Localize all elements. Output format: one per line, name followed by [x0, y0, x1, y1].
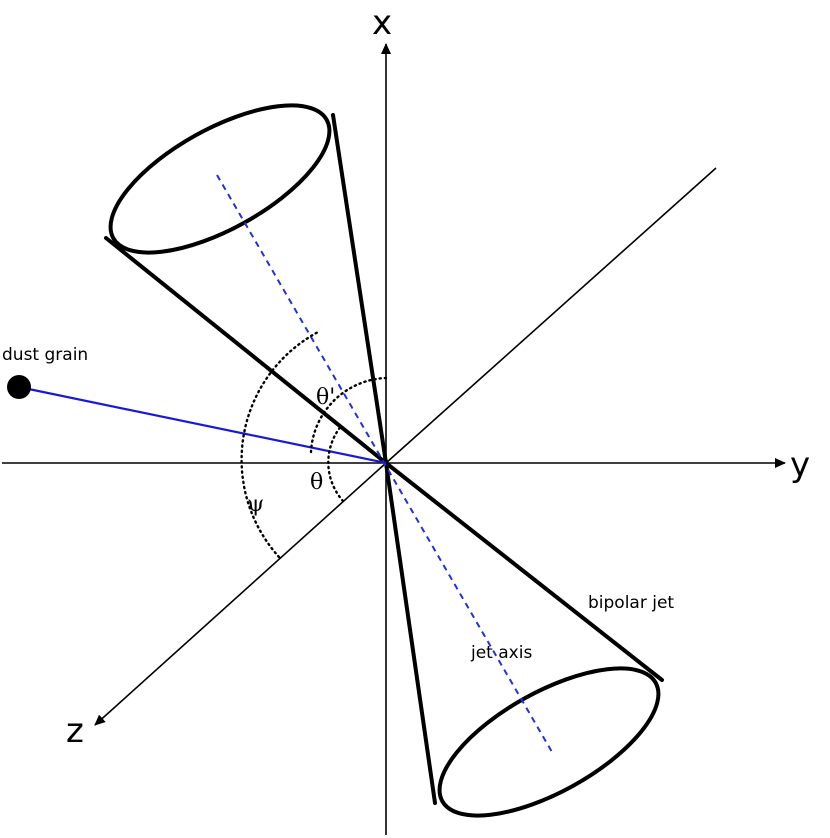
theta-label: θ [310, 470, 323, 495]
lower-cone-left-edge [384, 461, 437, 805]
upper-cone-left-edge [104, 236, 388, 465]
lower-cone-right-edge [384, 461, 664, 682]
axes [2, 43, 786, 835]
psi-label: ψ [247, 492, 264, 517]
theta-arc [327, 423, 345, 503]
psi-arc [240, 329, 322, 559]
y-axis-label: y [790, 445, 810, 485]
z-axis-label: z [66, 711, 84, 751]
theta-prime-arc [309, 376, 388, 454]
z-axis [94, 462, 387, 726]
z-axis-back [385, 167, 717, 464]
angle-arcs [240, 329, 388, 559]
bipolar-jet-label: bipolar jet [588, 593, 674, 613]
lower-cone-rim [437, 666, 661, 818]
line-of-sight [18, 385, 387, 465]
upper-cone-rim [108, 103, 332, 255]
dust-grain-label: dust grain [2, 345, 88, 365]
x-axis-label: x [372, 3, 392, 43]
upper-cone-right-edge [331, 113, 388, 465]
dust-grain-dot [7, 375, 31, 399]
jet-axis-label: jet axis [470, 643, 532, 663]
upper-cone [104, 103, 388, 465]
lower-cone [384, 461, 664, 818]
theta-prime-label: θ' [316, 385, 335, 410]
